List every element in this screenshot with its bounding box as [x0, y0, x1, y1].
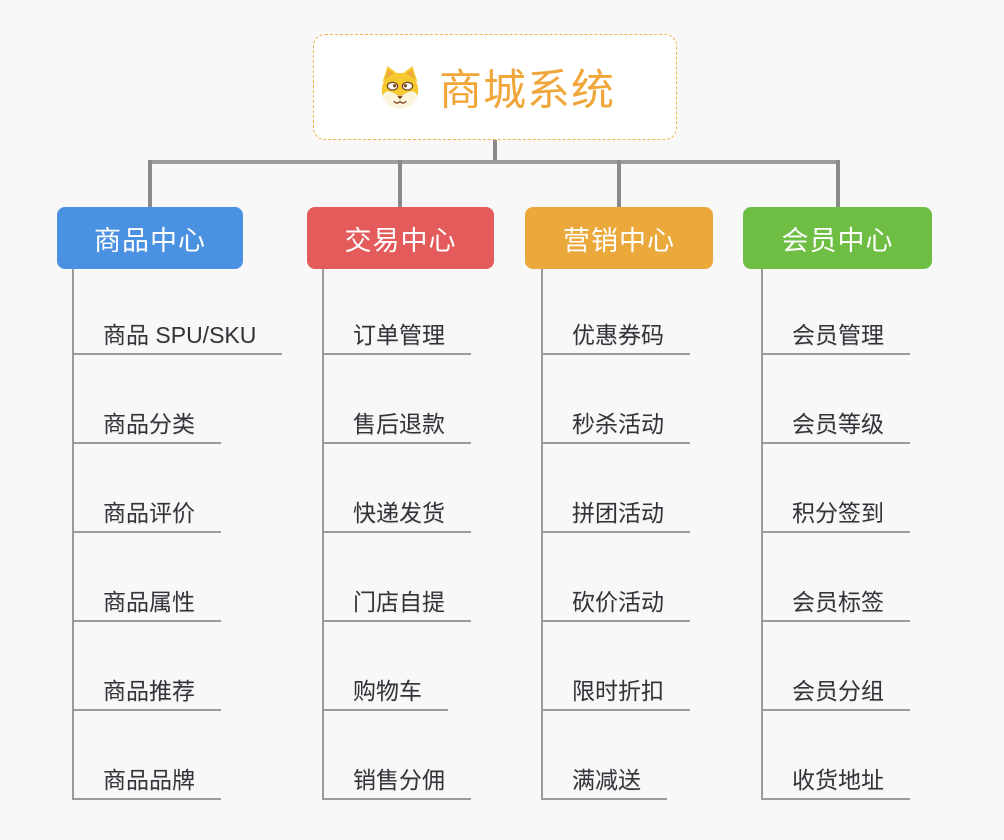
leaf-node[interactable]: 优惠券码	[542, 317, 690, 355]
branch-node-product-center[interactable]: 商品中心	[57, 207, 243, 269]
leaf-node[interactable]: 门店自提	[323, 584, 471, 622]
leaf-node[interactable]: 购物车	[323, 673, 448, 711]
leaf-node[interactable]: 销售分佣	[323, 762, 471, 800]
leaf-node[interactable]: 积分签到	[762, 495, 910, 533]
leaf-node[interactable]: 会员管理	[762, 317, 910, 355]
leaf-node[interactable]: 订单管理	[323, 317, 471, 355]
leaf-node[interactable]: 满减送	[542, 762, 667, 800]
leaf-node[interactable]: 商品品牌	[73, 762, 221, 800]
leaf-node[interactable]: 秒杀活动	[542, 406, 690, 444]
branch-drop-line	[398, 160, 402, 208]
branch-node-trade-center[interactable]: 交易中心	[307, 207, 494, 269]
leaf-node[interactable]: 会员分组	[762, 673, 910, 711]
branch-spine-line	[541, 269, 543, 800]
branch-drop-line	[148, 160, 152, 208]
branch-drop-line	[836, 160, 840, 208]
dog-icon	[381, 66, 419, 108]
root-connector-line	[493, 140, 497, 162]
leaf-node[interactable]: 商品分类	[73, 406, 221, 444]
leaf-node[interactable]: 商品属性	[73, 584, 221, 622]
leaf-node[interactable]: 售后退款	[323, 406, 471, 444]
leaf-node[interactable]: 拼团活动	[542, 495, 690, 533]
branch-node-member-center[interactable]: 会员中心	[743, 207, 932, 269]
branch-spine-line	[761, 269, 763, 800]
leaf-node[interactable]: 商品 SPU/SKU	[73, 317, 283, 355]
leaf-node[interactable]: 收货地址	[762, 762, 910, 800]
branch-spine-line	[72, 269, 74, 800]
branch-node-marketing-center[interactable]: 营销中心	[525, 207, 713, 269]
root-node[interactable]: 商城系统	[313, 34, 677, 140]
leaf-node[interactable]: 商品评价	[73, 495, 221, 533]
leaf-node[interactable]: 会员标签	[762, 584, 910, 622]
leaf-node[interactable]: 限时折扣	[542, 673, 690, 711]
leaf-node[interactable]: 快递发货	[323, 495, 471, 533]
branch-drop-line	[617, 160, 621, 208]
leaf-node[interactable]: 商品推荐	[73, 673, 221, 711]
root-label: 商城系统	[439, 67, 615, 115]
leaf-node[interactable]: 砍价活动	[542, 584, 690, 622]
leaf-node[interactable]: 会员等级	[762, 406, 910, 444]
branch-bus-line	[148, 160, 840, 164]
branch-spine-line	[322, 269, 324, 800]
